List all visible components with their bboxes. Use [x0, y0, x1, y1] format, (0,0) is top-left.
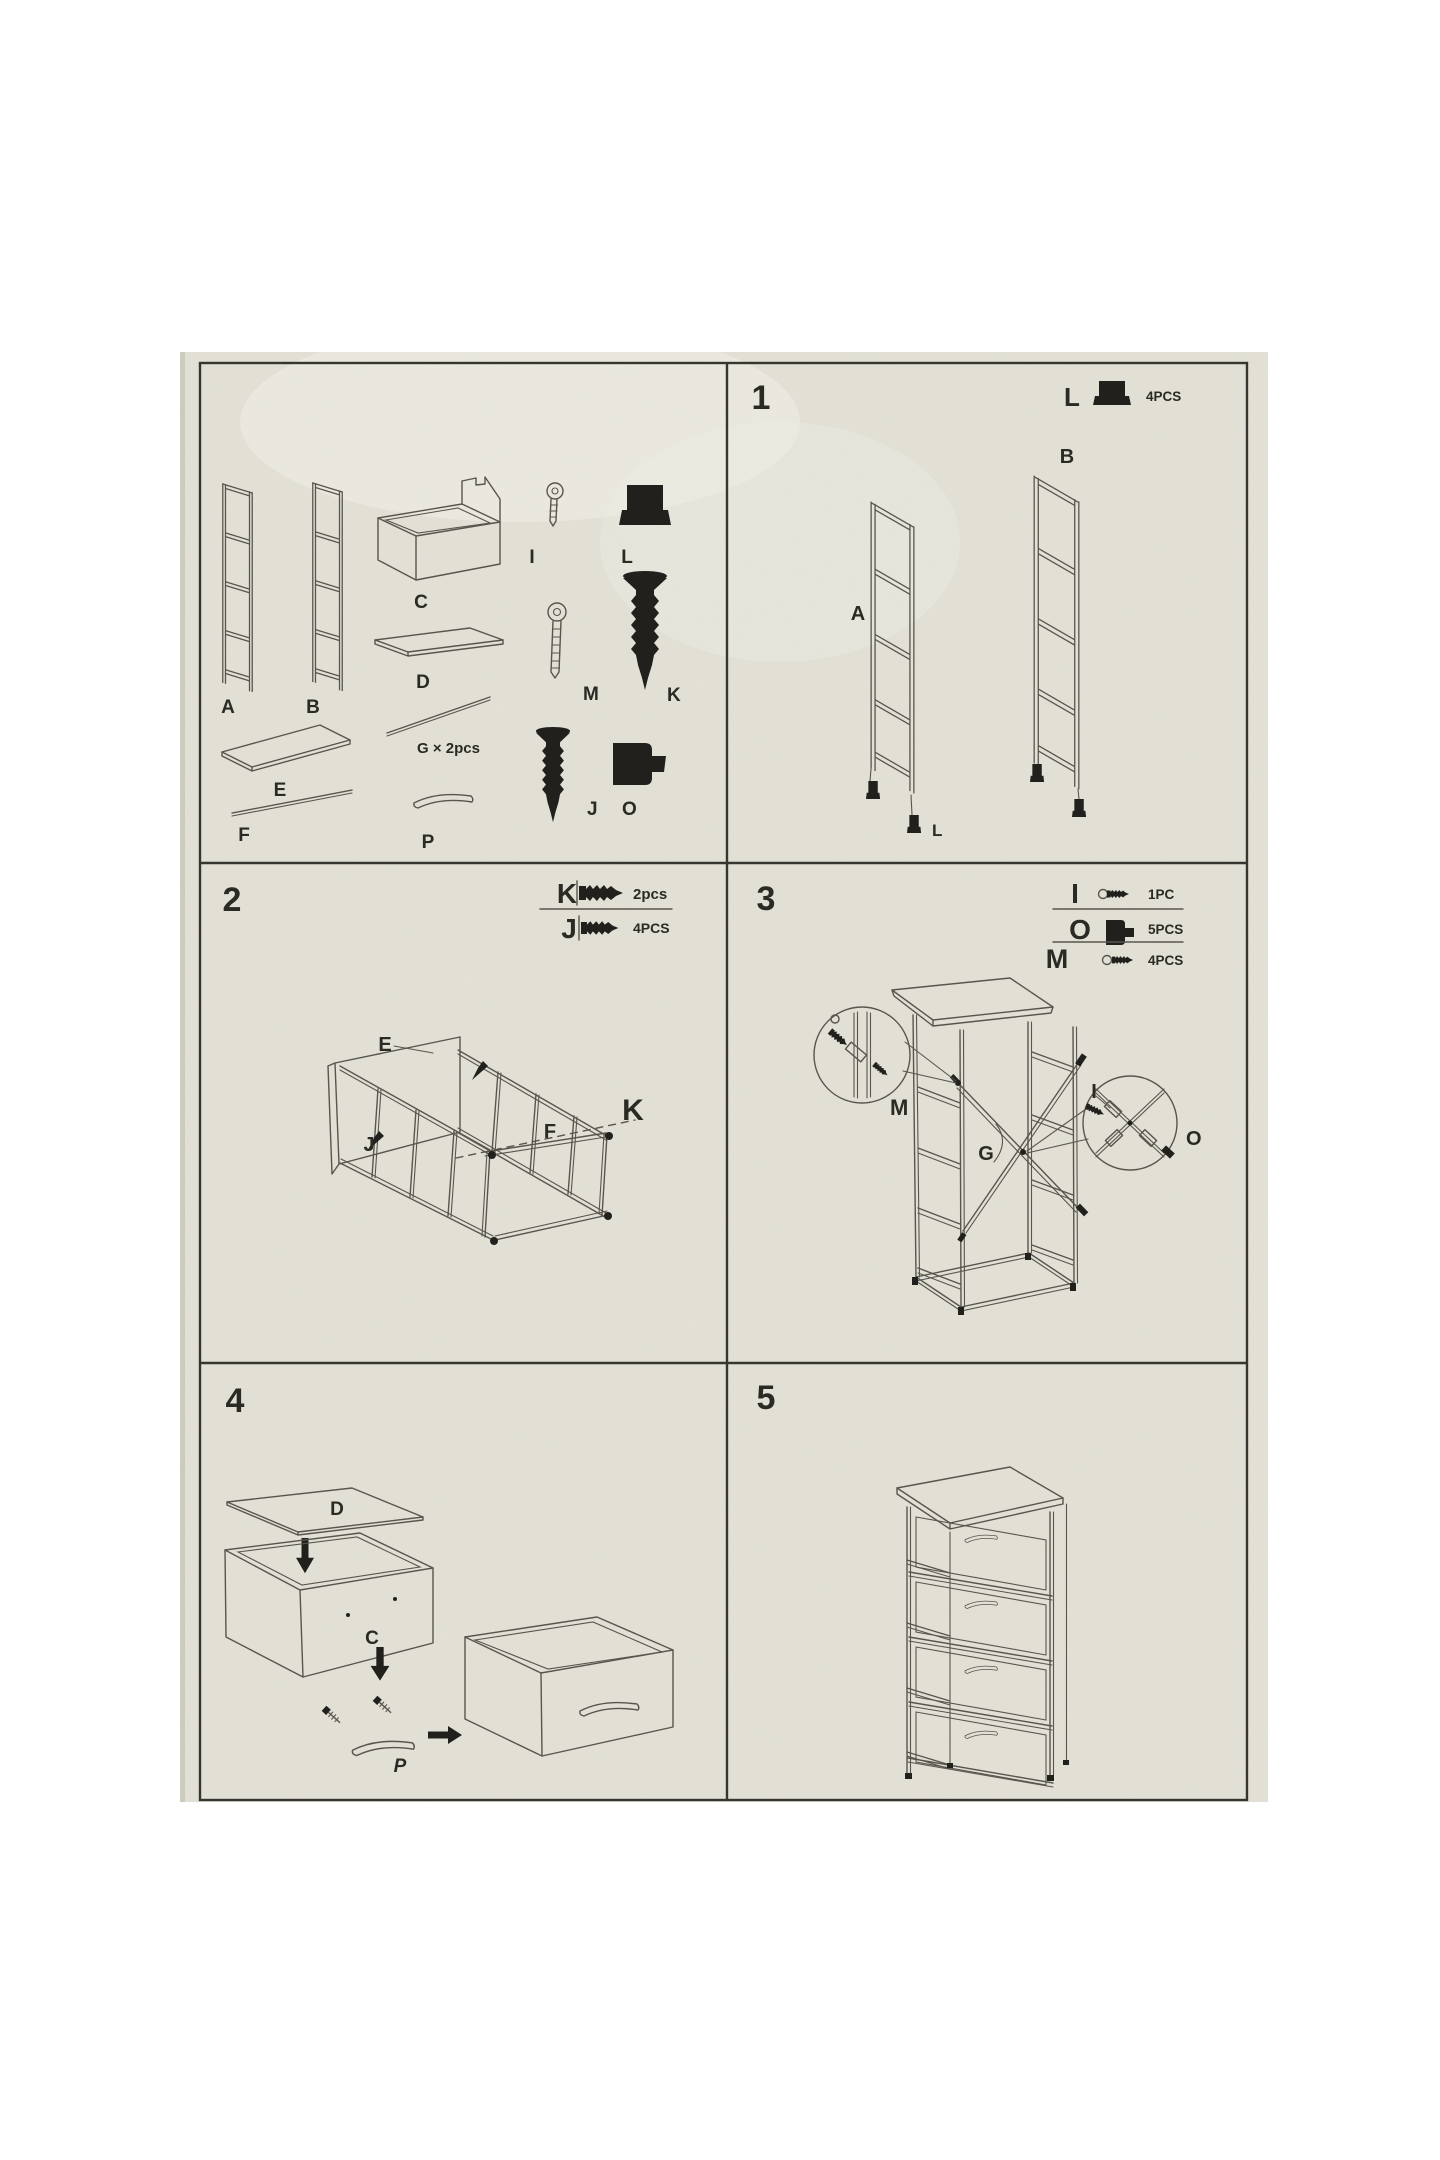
instruction-figure: A B C D G × 2pcs E F P I: [180, 322, 1268, 1802]
scan-grain: [180, 352, 1268, 1802]
instruction-sheet: A B C D G × 2pcs E F P I: [180, 322, 1268, 1802]
